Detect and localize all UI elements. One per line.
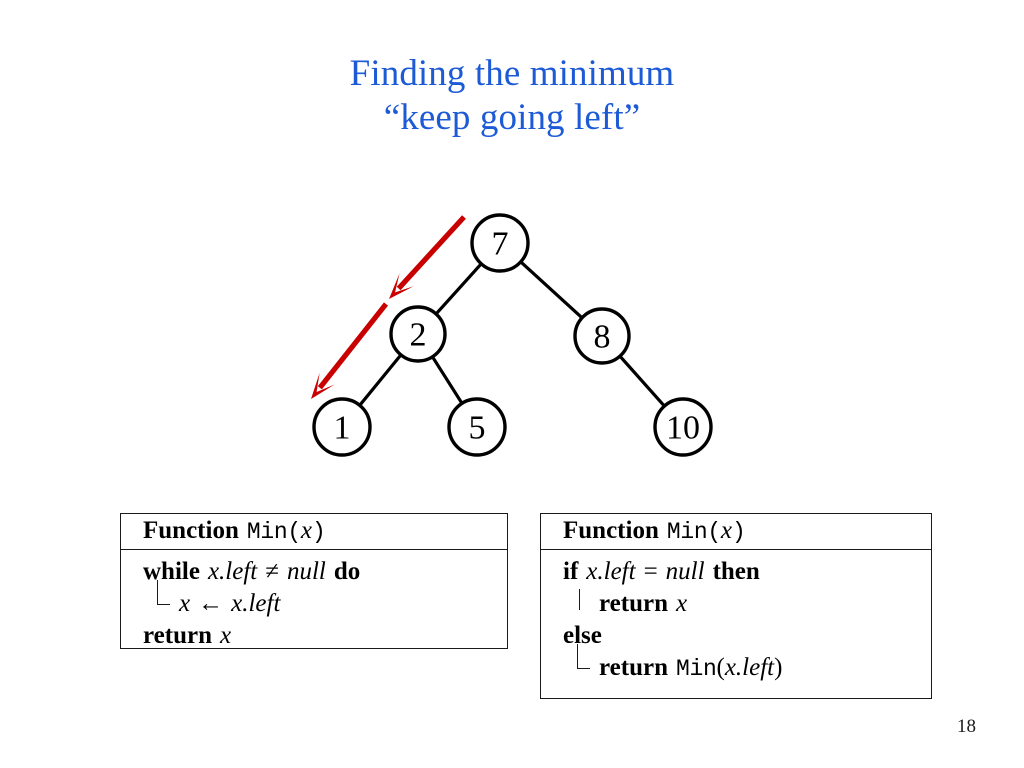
token-var: x [219, 621, 232, 649]
tree-svg-canvas: 7 2 8 1 5 10 [311, 213, 713, 457]
close-paren: ) [732, 519, 746, 545]
token-kw: return [143, 621, 212, 649]
function-argument: x [300, 517, 312, 544]
algorithm-line: x←x.left [143, 580, 507, 621]
tree-edge-n7-n8 [519, 260, 584, 320]
function-name: Min [246, 519, 288, 545]
page-title-line-1: Finding the minimum [349, 53, 675, 94]
function-argument: x [720, 517, 732, 544]
tree-trace-arrow-group [311, 215, 466, 399]
token-var: x [675, 589, 688, 617]
open-paren: ( [287, 519, 301, 545]
tree-node-label-1: 1 [334, 410, 351, 447]
algorithm-line: else [563, 620, 931, 652]
arrow-root-to-left-child-head [389, 273, 414, 299]
tree-node-group: 7 2 8 1 5 10 [312, 213, 713, 457]
tree-edge-group [358, 260, 666, 408]
tree-edge-n8-n10 [618, 354, 666, 408]
token-var: null [286, 557, 326, 585]
page-number: 18 [957, 716, 976, 737]
algorithm-line-text: return Min(x.left) [579, 652, 782, 685]
arrow-root-to-left-child-shaft [396, 215, 466, 291]
function-keyword: Function [563, 517, 659, 544]
token-op: ← [198, 589, 224, 617]
indent-corner-guide [157, 580, 170, 605]
tree-node-circle-8 [573, 307, 631, 365]
tree-node-label-10: 10 [666, 410, 700, 447]
token-op: ) [774, 653, 783, 681]
algorithm-line-text: x←x.left [159, 588, 280, 621]
tree-node-label-2: 2 [410, 317, 427, 354]
tree-node-label-7: 7 [492, 226, 509, 263]
binary-search-tree-diagram: 7 2 8 1 5 10 [311, 213, 713, 457]
tree-node-label-5: 5 [469, 410, 486, 447]
indent-corner-guide [577, 644, 590, 669]
token-op: = [643, 557, 658, 585]
token-kw: return [599, 589, 668, 617]
tree-node-circle-1 [312, 397, 372, 457]
tree-edge-n2-n5 [430, 355, 464, 405]
token-kw: return [599, 653, 668, 681]
function-keyword: Function [143, 517, 239, 544]
token-var: x.left [207, 557, 258, 585]
algorithm-header-recursive: Function Min(x) [541, 514, 931, 550]
algorithm-line-text: else [563, 620, 602, 653]
tree-edge-n2-n1 [358, 353, 403, 407]
tree-node-label-8: 8 [594, 319, 611, 356]
algorithm-header-iterative: Function Min(x) [121, 514, 507, 550]
token-op: ( [716, 653, 725, 681]
token-var: x [179, 589, 191, 617]
token-kw: if [563, 557, 579, 585]
algorithm-line: return Min(x.left) [563, 644, 931, 685]
token-kw: do [333, 557, 361, 585]
function-name: Min [666, 519, 708, 545]
token-var: x.left [724, 653, 775, 681]
tree-node-circle-5 [447, 397, 507, 457]
token-op: ≠ [265, 557, 279, 585]
open-paren: ( [707, 519, 721, 545]
token-var: null [665, 557, 705, 585]
token-kw: else [563, 621, 602, 649]
tree-node-circle-2 [389, 305, 447, 363]
token-kw: while [143, 557, 200, 585]
token-var: x.left [586, 557, 636, 585]
indent-bar-guide [579, 589, 580, 610]
arrow-left-child-to-leaf-head [311, 372, 335, 399]
tree-node-circle-7 [470, 213, 530, 273]
page-title-line-2: “keep going left” [383, 96, 641, 138]
page-title: Finding the minimum “keep going left” [0, 52, 1024, 139]
token-mono: Min [675, 655, 717, 682]
arrow-left-child-to-leaf-shaft [317, 302, 389, 390]
tree-edge-n7-n2 [434, 262, 483, 316]
close-paren: ) [312, 519, 326, 545]
token-var: x.left [231, 589, 281, 617]
token-kw: then [712, 557, 760, 585]
tree-node-circle-10 [653, 397, 713, 457]
